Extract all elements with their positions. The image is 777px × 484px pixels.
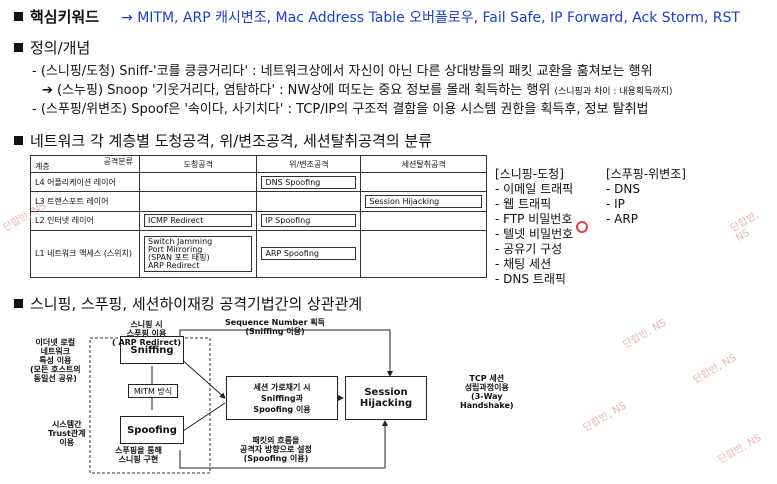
list-item: - DNS 트래픽	[495, 272, 566, 286]
col-header-hijack: 세션탈취공격	[360, 155, 487, 173]
list-item: - 채팅 세션	[495, 257, 552, 271]
watermark: 단합반, NS	[581, 400, 629, 434]
classification-table: 공격분류 계층 도청공격 위/변조공격 세션탈취공격 L4 어플리케이션 레이어…	[30, 155, 487, 279]
spoof-impl-label: 스푸핑을 통해 스니핑 구현	[115, 446, 162, 464]
attack-box: ICMP Redirect	[144, 214, 253, 228]
bullet-square-icon	[14, 299, 23, 308]
concept-title: 정의/개념	[30, 39, 91, 57]
table-cell: Session Hijacking	[360, 191, 487, 212]
list-item: - 텔넷 비밀번호	[495, 227, 574, 241]
keyword-title: 핵심키워드	[30, 8, 100, 26]
bullet-square-icon	[14, 136, 23, 145]
attack-box: DNS Spoofing	[261, 175, 357, 189]
col-header-forgery: 위/변조공격	[256, 155, 362, 173]
pointer-ring-icon	[576, 221, 588, 233]
layer-cell: L4 어플리케이션 레이어	[30, 171, 140, 193]
attack-box: Session Hijacking	[365, 194, 482, 208]
table-row: L3 트랜스포트 레이어 Session Hijacking	[30, 191, 487, 212]
layer-cell: L2 인터넷 레이어	[30, 210, 140, 231]
attack-box: Switch Jamming Port Mirroring (SPAN 포트 태…	[144, 235, 253, 272]
table-cell: DNS Spoofing	[256, 171, 362, 193]
table-row: L4 어플리케이션 레이어 DNS Spoofing	[30, 171, 487, 193]
table-cell	[360, 229, 487, 279]
mitm-box: MITM 방식	[128, 384, 178, 398]
hijacking-box: Session Hijacking	[345, 376, 427, 420]
concept-line-sniff: - (스니핑/도청) Sniff-'코를 킁킁거리다' : 네트워크상에서 자신…	[32, 64, 653, 79]
concept-header: 정의/개념	[14, 37, 90, 58]
table-cell	[138, 171, 258, 193]
watermark: 단합반, NS	[728, 209, 761, 245]
col-header-eavesdrop: 도청공격	[138, 155, 258, 173]
seq-number-label: Sequence Number 획득 (Sniffing 이용)	[225, 318, 326, 336]
table-row: L2 인터넷 레이어 ICMP Redirect IP Spoofing	[30, 210, 487, 231]
table-cell: IP Spoofing	[256, 210, 362, 231]
list-item: - 이메일 트래픽	[495, 182, 574, 196]
tcp-label: TCP 세션 성립과정이용 (3-Way Handshake)	[460, 374, 514, 410]
attack-box: IP Spoofing	[261, 214, 357, 228]
keyword-list: → MITM, ARP 캐시변조, Mac Address Table 오버플로…	[121, 10, 740, 26]
list-item: - IP	[606, 197, 625, 211]
classification-header: 네트워크 각 계층별 도청공격, 위/변조공격, 세션탈취공격의 분류	[14, 130, 432, 151]
table-cell: ICMP Redirect	[138, 210, 258, 231]
list-item: - 공유기 구성	[495, 242, 563, 256]
spoofing-list: [스푸핑-위변조] - DNS - IP - ARP	[606, 167, 686, 227]
spoofing-list-title: [스푸핑-위변조]	[606, 167, 686, 181]
bullet-square-icon	[14, 43, 23, 52]
list-item: - 웹 트래픽	[495, 197, 552, 211]
concept-line-snoop-note: (스니핑과 차이 : 내용획득까지)	[554, 87, 673, 97]
table-cell	[360, 210, 487, 231]
table-row: L1 네트워크 액세스 (스위치) Switch Jamming Port Mi…	[30, 229, 487, 279]
sniff-use-label: 스니핑 시 스푸핑 이용 ( ARP Redirect)	[112, 320, 182, 347]
classification-title: 네트워크 각 계층별 도청공격, 위/변조공격, 세션탈취공격의 분류	[30, 132, 433, 150]
table-cell	[138, 191, 258, 212]
list-item: - DNS	[606, 182, 640, 196]
layer-cell: L1 네트워크 액세스 (스위치)	[30, 229, 140, 279]
session-takeover-box: 세션 가로채기 시 Sniffing과 Spoofing 이용	[226, 376, 338, 420]
watermark: 단합반, NS	[691, 352, 739, 386]
relation-title: 스니핑, 스푸핑, 세션하이재킹 공격기법간의 상관관계	[30, 295, 363, 313]
concept-line-snoop: ➔ (스누핑) Snoop '기웃거리다, 염탐하다' : NW상에 떠도는 중…	[42, 79, 672, 98]
watermark: 단합반, NS	[716, 432, 764, 466]
sniffing-list-title: [스니핑-도청]	[495, 167, 564, 181]
sniffing-list: [스니핑-도청] - 이메일 트래픽 - 웹 트래픽 - FTP 비밀번호 - …	[495, 167, 573, 287]
concept-line-spoof: - (스푸핑/위변조) Spoof은 '속이다, 사기치다' : TCP/IP의…	[32, 102, 649, 117]
watermark: 단합반, NS	[621, 317, 669, 351]
spoofing-box: Spoofing	[120, 416, 184, 444]
sniffing-box: Sniffing	[120, 336, 184, 364]
table-cell: Switch Jamming Port Mirroring (SPAN 포트 태…	[138, 229, 258, 279]
concept-line-snoop-text: ➔ (스누핑) Snoop '기웃거리다, 염탐하다' : NW상에 떠도는 중…	[42, 83, 551, 98]
corner-bottom: 계층	[35, 162, 50, 171]
ethernet-label: 이더넷 로컬 네트워크 특성 이용 (모든 호스트의 동일선 공유)	[30, 338, 81, 383]
list-item: - ARP	[606, 212, 638, 226]
attack-box: ARP Spoofing	[261, 247, 357, 261]
relation-diagram: Sniffing MITM 방식 Spoofing 세션 가로채기 시 Snif…	[30, 318, 540, 482]
keyword-header: 핵심키워드 → MITM, ARP 캐시변조, Mac Address Table…	[14, 6, 740, 27]
table-corner: 공격분류 계층	[30, 155, 140, 173]
relation-header: 스니핑, 스푸핑, 세션하이재킹 공격기법간의 상관관계	[14, 293, 362, 314]
table-cell	[256, 191, 362, 212]
bullet-square-icon	[14, 12, 23, 21]
trust-label: 시스템간 Trust관계 이용	[48, 420, 86, 447]
packet-flow-label: 패킷의 흐름을 공격자 방향으로 설정 (Spoofing 이용)	[240, 436, 312, 463]
list-item: - FTP 비밀번호	[495, 212, 573, 226]
table-cell	[360, 171, 487, 193]
table-cell: ARP Spoofing	[256, 229, 362, 279]
corner-top: 공격분류	[103, 157, 133, 166]
